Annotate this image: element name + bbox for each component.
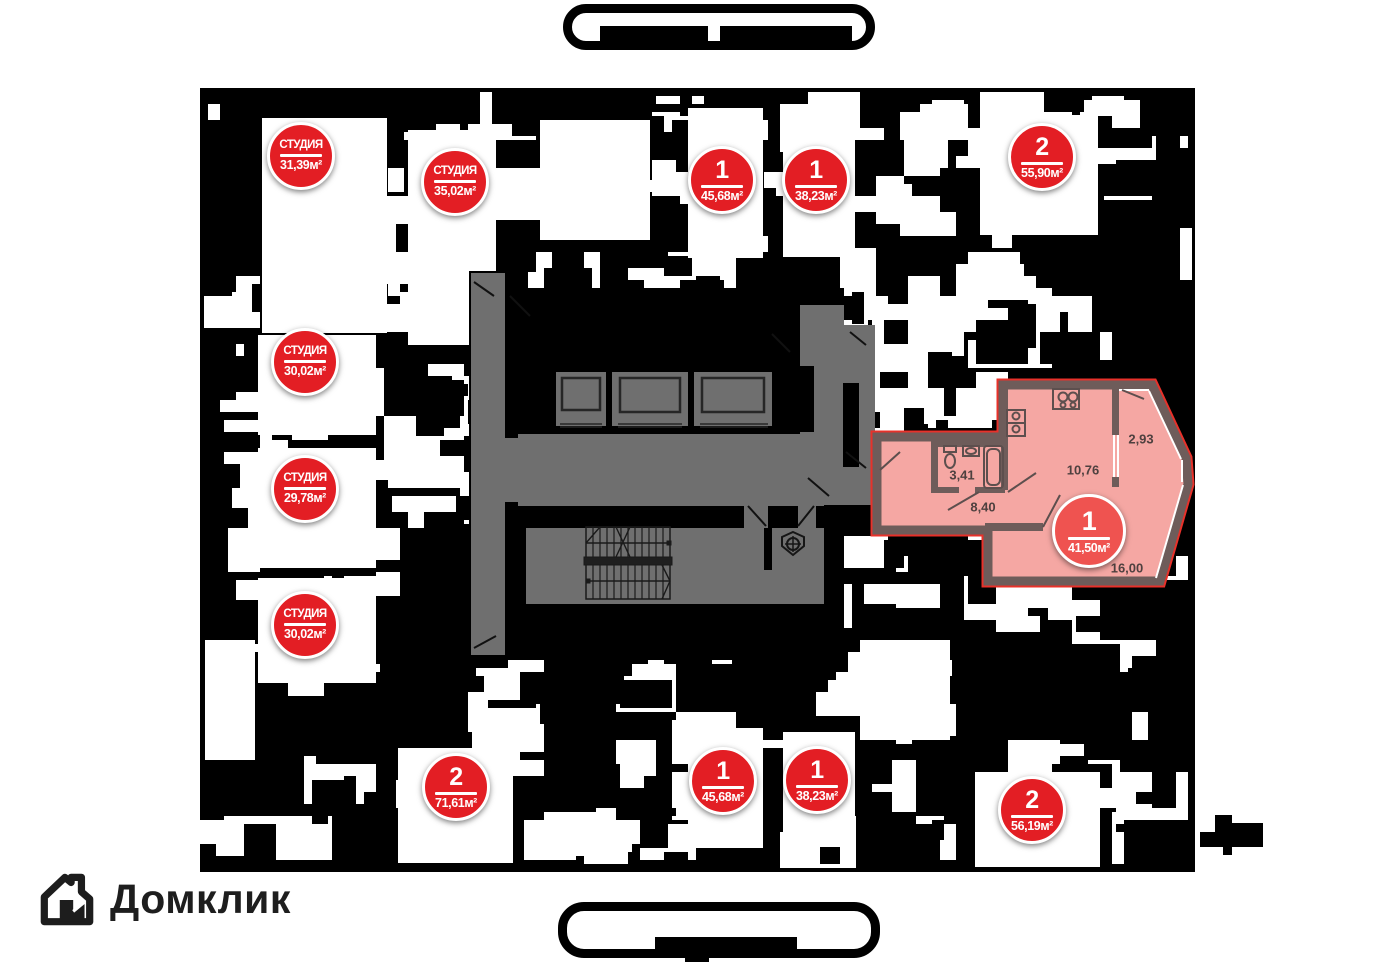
dim-kitchen: 10,76 (1066, 462, 1100, 478)
selected-apartment-plan[interactable] (855, 368, 1200, 593)
apartment-badge-1room[interactable]: 1 38,23м² (782, 146, 850, 214)
room-area (205, 640, 255, 760)
banner-text-blob (655, 937, 797, 953)
apartment-badge-studio[interactable]: СТУДИЯ 30,02м² (271, 591, 339, 659)
toilet-icon (943, 445, 957, 469)
bathtub-icon (983, 445, 1004, 489)
banner-text-blob (720, 26, 852, 45)
washbasin-icon (962, 445, 980, 457)
apartment-badge-studio[interactable]: СТУДИЯ 31,39м² (267, 122, 335, 190)
apartment-area[interactable] (872, 380, 1193, 586)
apartment-badge-1room[interactable]: 1 38,23м² (783, 746, 851, 814)
elevator-icon (694, 372, 772, 428)
balcony-door (1113, 435, 1119, 477)
apartment-badge-2room[interactable]: 2 55,90м² (1008, 123, 1076, 191)
banner-text-blob (685, 957, 709, 962)
room-area (540, 120, 650, 240)
top-banner (563, 4, 875, 50)
dim-bathroom: 3,41 (949, 467, 975, 483)
apartment-badge-studio[interactable]: СТУДИЯ 35,02м² (421, 148, 489, 216)
elevator-icon (556, 372, 606, 428)
dim-balcony: 2,93 (1128, 431, 1154, 447)
dim-living-room: 16,00 (1110, 560, 1144, 576)
apartment-badge-1room[interactable]: 1 45,68м² (688, 146, 756, 214)
room-area (860, 640, 950, 740)
garbage-chute-icon (781, 530, 805, 557)
building-core (469, 271, 875, 660)
bottom-banner (558, 902, 880, 962)
stove-icon (1052, 388, 1080, 410)
domclick-logo: Домклик (34, 866, 291, 932)
selected-apartment-badge[interactable]: 1 41,50м² (1052, 494, 1126, 568)
kitchen-sink-icon (1006, 409, 1026, 437)
door-swings (473, 281, 867, 649)
domclick-logo-text: Домклик (110, 875, 291, 922)
apartment-badge-2room[interactable]: 2 71,61м² (422, 753, 490, 821)
domclick-house-icon (40, 873, 94, 926)
door-swings (879, 389, 1145, 528)
apartment-badge-studio[interactable]: СТУДИЯ 30,02м² (271, 328, 339, 396)
banner-text-blob (600, 26, 708, 45)
dim-hallway: 8,40 (970, 499, 996, 515)
apartment-badge-1room[interactable]: 1 45,68м² (689, 747, 757, 815)
window-lines (1117, 389, 1184, 579)
elevator-icon (612, 372, 688, 428)
interior-walls (931, 385, 1119, 531)
apartment-badge-studio[interactable]: СТУДИЯ 29,78м² (271, 455, 339, 523)
apartment-badge-2room[interactable]: 2 56,19м² (998, 776, 1066, 844)
corridor-strip (469, 271, 507, 657)
stairs-icon (583, 526, 673, 600)
